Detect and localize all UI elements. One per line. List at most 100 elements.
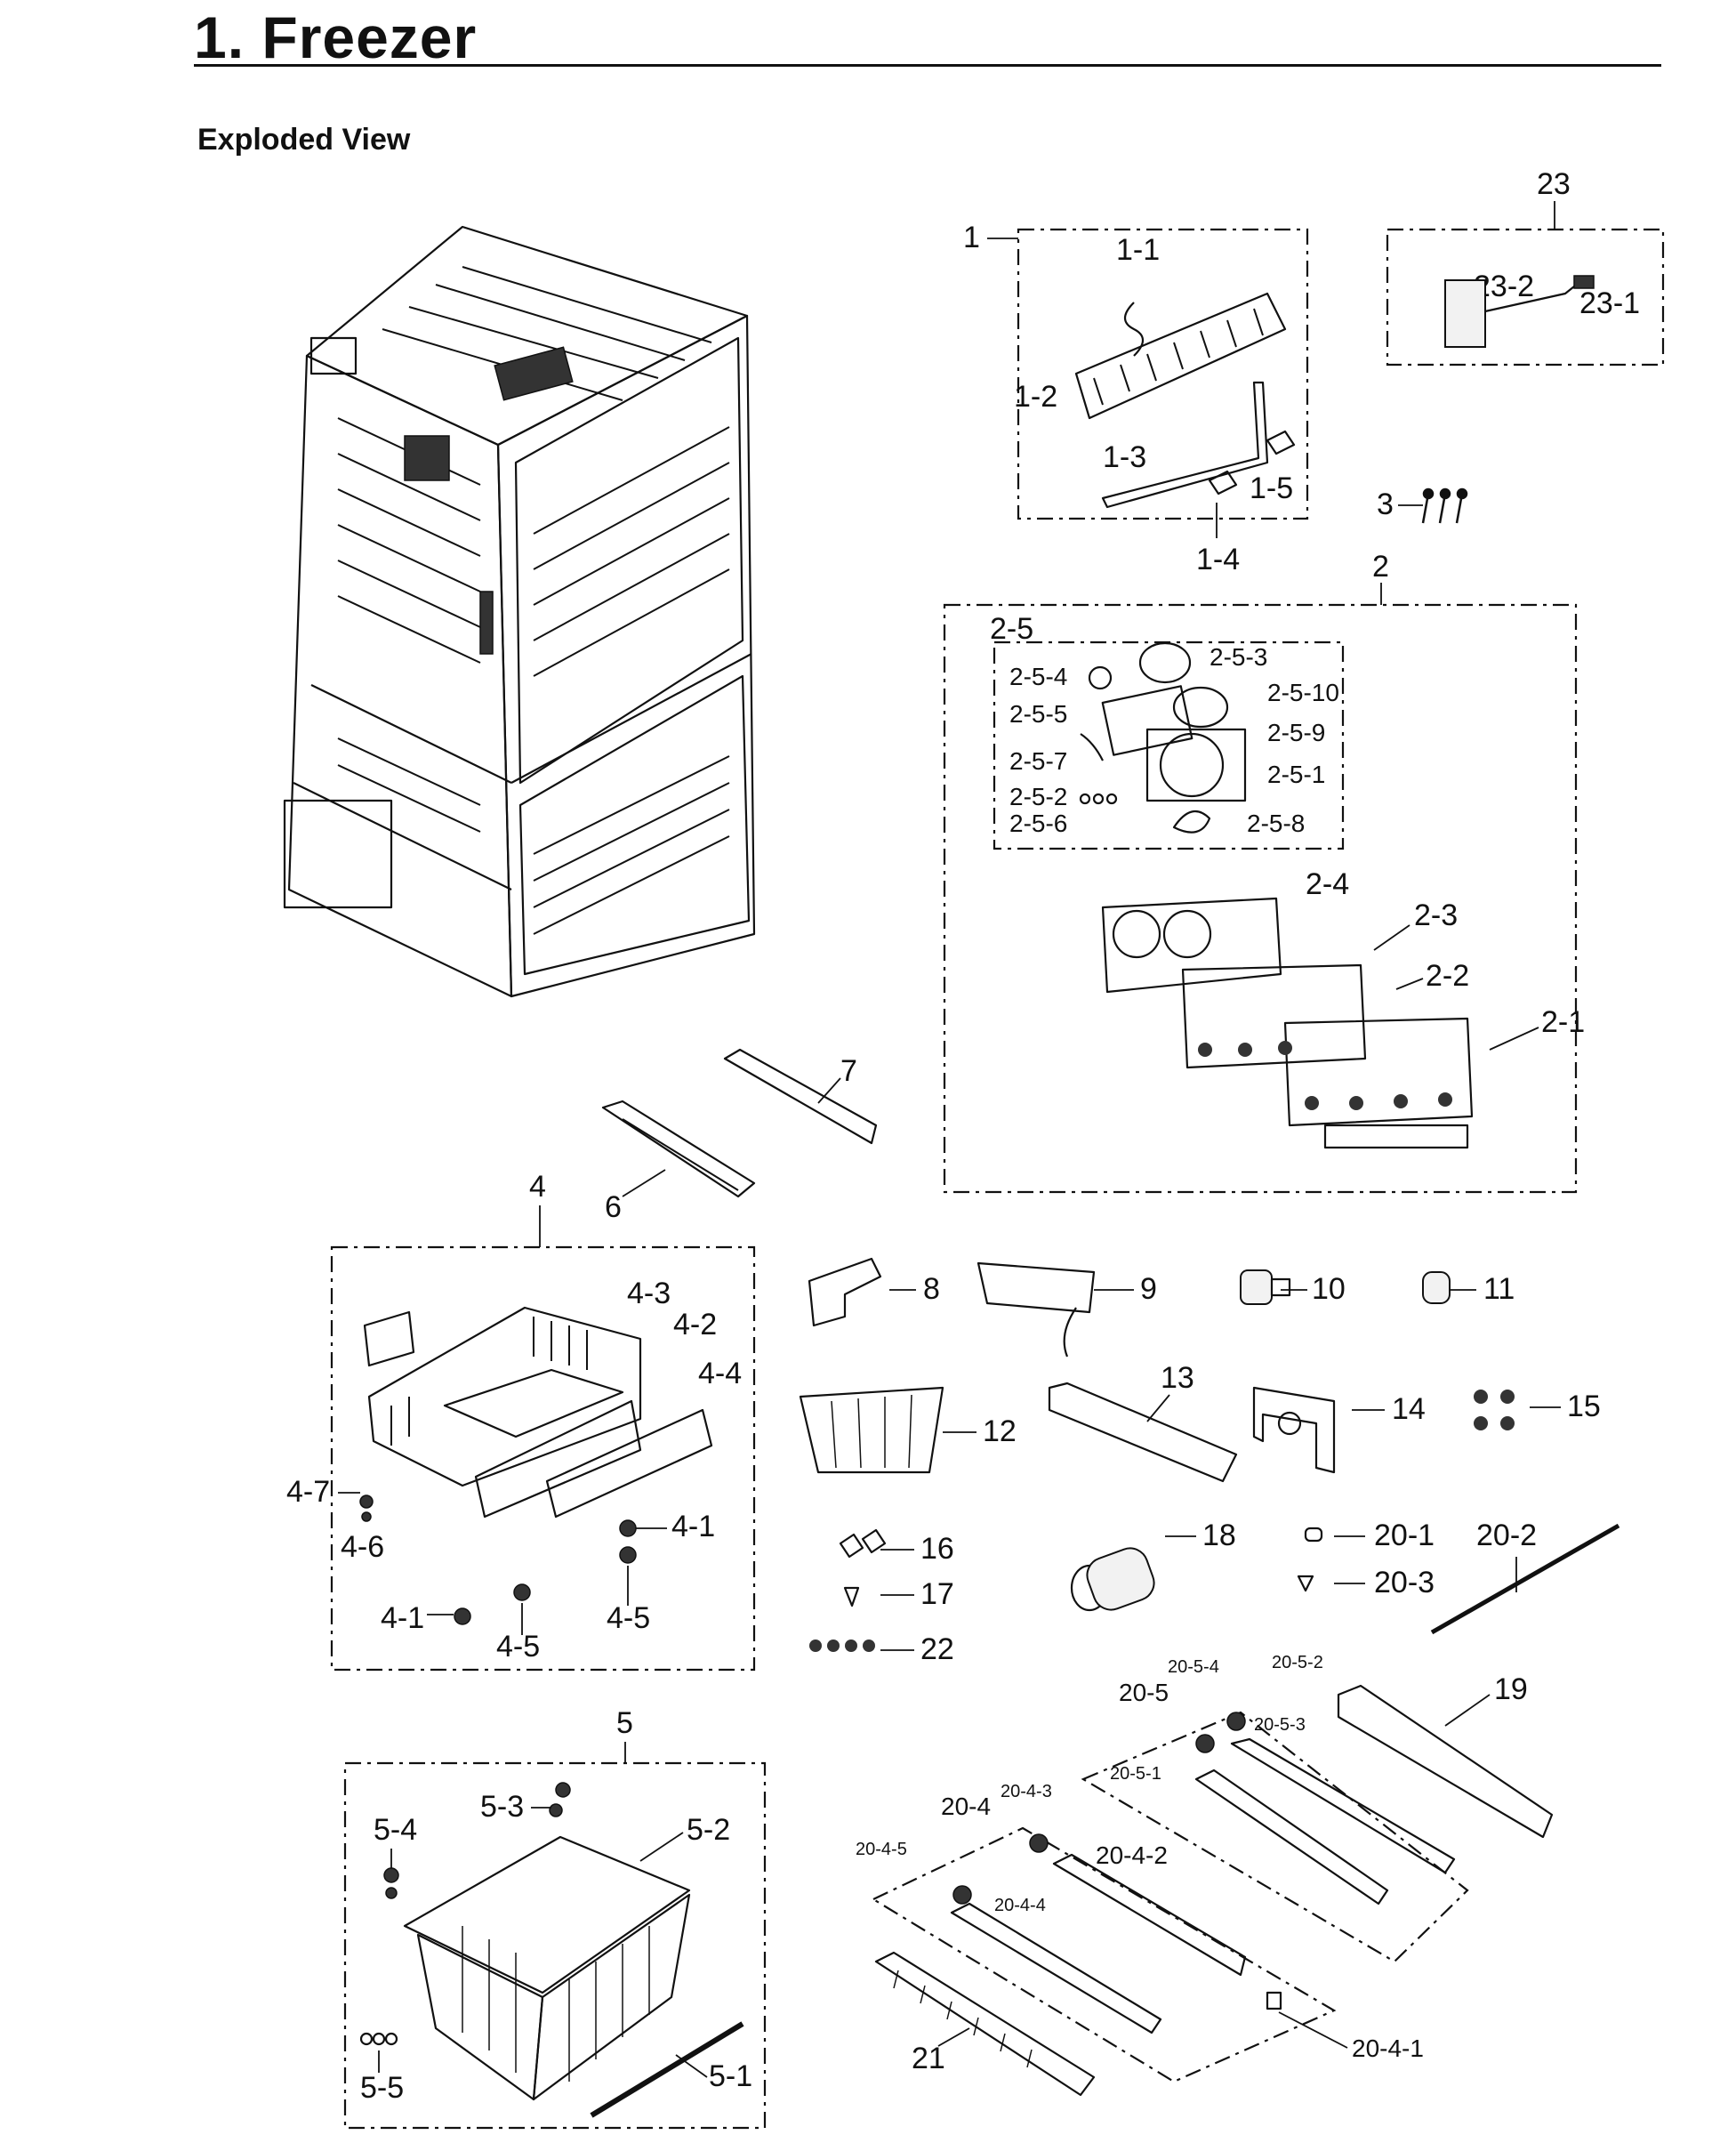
wire-20-2 — [1430, 1523, 1620, 1635]
callout-1-2: 1-2 — [1014, 380, 1057, 414]
callout-4-3: 4-3 — [627, 1277, 671, 1310]
cabinet-illustration — [283, 225, 756, 998]
drawer-assembly-4 — [359, 1306, 713, 1625]
callout-4-4: 4-4 — [698, 1357, 742, 1390]
callout-9: 9 — [1140, 1272, 1157, 1306]
callout-16: 16 — [920, 1532, 954, 1566]
callout-2-5-4: 2-5-4 — [1009, 663, 1067, 690]
slide-rail-assembly-20-4 — [950, 1833, 1282, 2034]
callout-20-5-4: 20-5-4 — [1168, 1657, 1219, 1677]
ice-maker-9 — [976, 1261, 1096, 1358]
callout-2-1: 2-1 — [1541, 1005, 1585, 1039]
callout-23-1: 23-1 — [1579, 286, 1640, 320]
callout-8: 8 — [923, 1272, 940, 1306]
adapter-18 — [1070, 1547, 1155, 1612]
callout-4-5: 4-5 — [496, 1630, 540, 1664]
callout-1-3: 1-3 — [1103, 440, 1146, 474]
callout-4-5-right: 4-5 — [607, 1601, 650, 1635]
callout-20-4-2: 20-4-2 — [1096, 1841, 1168, 1869]
slide-rail-assembly-20-5 — [1194, 1712, 1456, 1905]
callout-18: 18 — [1202, 1519, 1236, 1552]
callout-2-5-1: 2-5-1 — [1267, 761, 1325, 788]
callout-5-2: 5-2 — [687, 1813, 730, 1847]
group-23-box — [1386, 228, 1665, 367]
callout-2-5-3: 2-5-3 — [1210, 643, 1267, 671]
callout-1-1: 1-1 — [1116, 233, 1160, 267]
callout-5-1: 5-1 — [709, 2059, 752, 2093]
screw-17 — [843, 1586, 860, 1607]
clips-16 — [839, 1528, 887, 1559]
callout-4-1: 4-1 — [671, 1510, 715, 1543]
callout-2-5-10: 2-5-10 — [1267, 679, 1339, 706]
callout-2-5-2: 2-5-2 — [1009, 783, 1067, 810]
callout-5-3: 5-3 — [480, 1790, 524, 1824]
callout-5: 5 — [616, 1706, 633, 1740]
evaporator-cover-assembly — [1101, 897, 1474, 1149]
callout-15: 15 — [1567, 1390, 1601, 1423]
callout-20-1: 20-1 — [1374, 1519, 1435, 1552]
callout-10: 10 — [1312, 1272, 1346, 1306]
callout-2-5-5: 2-5-5 — [1009, 700, 1067, 728]
callout-20-5-1: 20-5-1 — [1110, 1764, 1161, 1784]
callout-2-5: 2-5 — [990, 612, 1033, 646]
callout-23: 23 — [1537, 167, 1571, 201]
callout-22: 22 — [920, 1632, 954, 1666]
group-2-5-box — [993, 640, 1345, 850]
callout-20-5-2: 20-5-2 — [1272, 1653, 1323, 1672]
bracket-8 — [808, 1257, 882, 1327]
callout-2-5-9: 2-5-9 — [1267, 719, 1325, 746]
valve-10 — [1240, 1269, 1291, 1305]
callout-2-2: 2-2 — [1426, 959, 1469, 993]
callout-5-5: 5-5 — [360, 2071, 404, 2105]
callout-20-4-3: 20-4-3 — [1001, 1782, 1052, 1801]
callout-21: 21 — [912, 2042, 945, 2075]
group-20-4-box — [871, 1826, 1337, 2083]
callout-20-5-3: 20-5-3 — [1254, 1715, 1306, 1735]
callout-2-4: 2-4 — [1306, 867, 1349, 901]
callout-2: 2 — [1372, 550, 1389, 584]
group-5-box — [343, 1761, 767, 2130]
screws-3 — [1421, 487, 1468, 524]
basket-12 — [799, 1386, 944, 1474]
bracket-14 — [1252, 1386, 1336, 1474]
rail-cover-21 — [874, 1951, 1096, 2097]
callout-20-5: 20-5 — [1119, 1679, 1169, 1706]
screws-22 — [809, 1640, 875, 1652]
callout-20-3: 20-3 — [1374, 1566, 1435, 1599]
callout-20-4: 20-4 — [941, 1793, 991, 1820]
rail-19 — [1337, 1684, 1554, 1839]
callout-4-1-lower: 4-1 — [381, 1601, 424, 1635]
callout-20-2: 20-2 — [1476, 1519, 1537, 1552]
callout-11: 11 — [1483, 1272, 1515, 1306]
callout-2-5-8: 2-5-8 — [1247, 810, 1305, 837]
callout-17: 17 — [920, 1577, 954, 1611]
group-20-5-box — [1081, 1711, 1469, 1963]
callout-2-5-6: 2-5-6 — [1009, 810, 1067, 837]
callout-4: 4 — [529, 1170, 546, 1204]
callout-2-5-7: 2-5-7 — [1009, 747, 1067, 775]
group-4-box — [330, 1245, 756, 1672]
callout-20-4-4: 20-4-4 — [994, 1896, 1046, 1915]
callout-6: 6 — [605, 1190, 622, 1224]
callout-20-4-1: 20-4-1 — [1352, 2034, 1424, 2062]
callout-20-4-5: 20-4-5 — [856, 1840, 907, 1859]
nut-11 — [1422, 1271, 1451, 1304]
screw-20-3 — [1297, 1575, 1314, 1592]
rail-6 — [601, 1100, 756, 1198]
title-rule — [194, 64, 1661, 67]
basket-5 — [359, 1782, 744, 2118]
callout-1-4: 1-4 — [1196, 543, 1240, 576]
callout-4-7: 4-7 — [286, 1475, 330, 1509]
evaporator-assembly — [1074, 292, 1296, 509]
cover-13 — [1048, 1382, 1238, 1483]
screws-15 — [1474, 1390, 1515, 1430]
callout-3: 3 — [1377, 487, 1394, 521]
callout-5-4: 5-4 — [374, 1813, 417, 1847]
callout-4-2: 4-2 — [673, 1308, 717, 1341]
callout-12: 12 — [983, 1414, 1017, 1448]
page-title: 1. Freezer — [194, 4, 478, 70]
section-subtitle: Exploded View — [197, 123, 411, 157]
rail-7 — [723, 1048, 878, 1145]
callout-7: 7 — [840, 1054, 857, 1088]
